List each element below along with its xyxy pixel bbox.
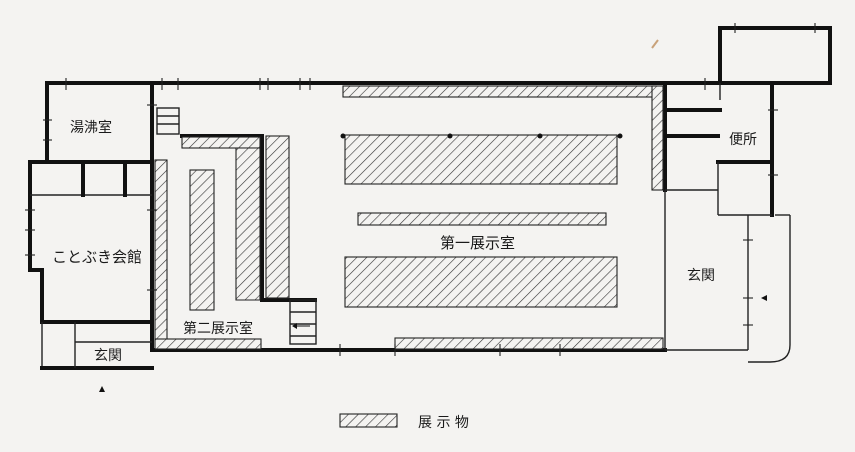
right-annex-walls [663,26,832,363]
interior-walls [156,107,317,345]
exhibit-right-wall [651,85,664,191]
left-annex-walls [28,81,154,370]
exhibit-bottom-left [154,338,262,350]
exhibit-partition-right [265,135,290,299]
exhibit-case-3 [344,256,618,308]
exhibit-left-wall [154,159,168,348]
exhibit-case-2 [357,212,607,226]
room-label-genkan-left: 玄関 [94,347,122,364]
exhibit-top-partition [181,136,261,149]
exhibit-center-case [189,169,215,311]
room-label-genkan-right: 玄関 [687,267,715,284]
exhibits [154,85,664,350]
exhibit-l-case [235,147,261,301]
outer-walls [150,81,667,352]
exhibit-top-wall [342,85,657,98]
exhibit-bottom-wall [394,337,664,350]
legend-swatch [339,413,398,428]
exhibit-case-1 [344,134,618,185]
window-ticks [25,23,816,356]
room-label-kotobuki: ことぶき会館 [52,248,142,266]
legend-label: 展 示 物 [418,415,469,431]
room-label-dai2: 第二展示室 [183,320,253,337]
legend: 展 示 物 [339,413,469,431]
room-label-benjo: 便所 [729,132,757,148]
room-label-dai1: 第一展示室 [440,234,515,252]
entrance-arrow-right [761,295,767,301]
pillars [340,133,623,139]
mark [651,39,659,49]
entrance-arrow-left [99,386,105,392]
room-label-yuwakashi: 湯沸室 [70,119,112,136]
